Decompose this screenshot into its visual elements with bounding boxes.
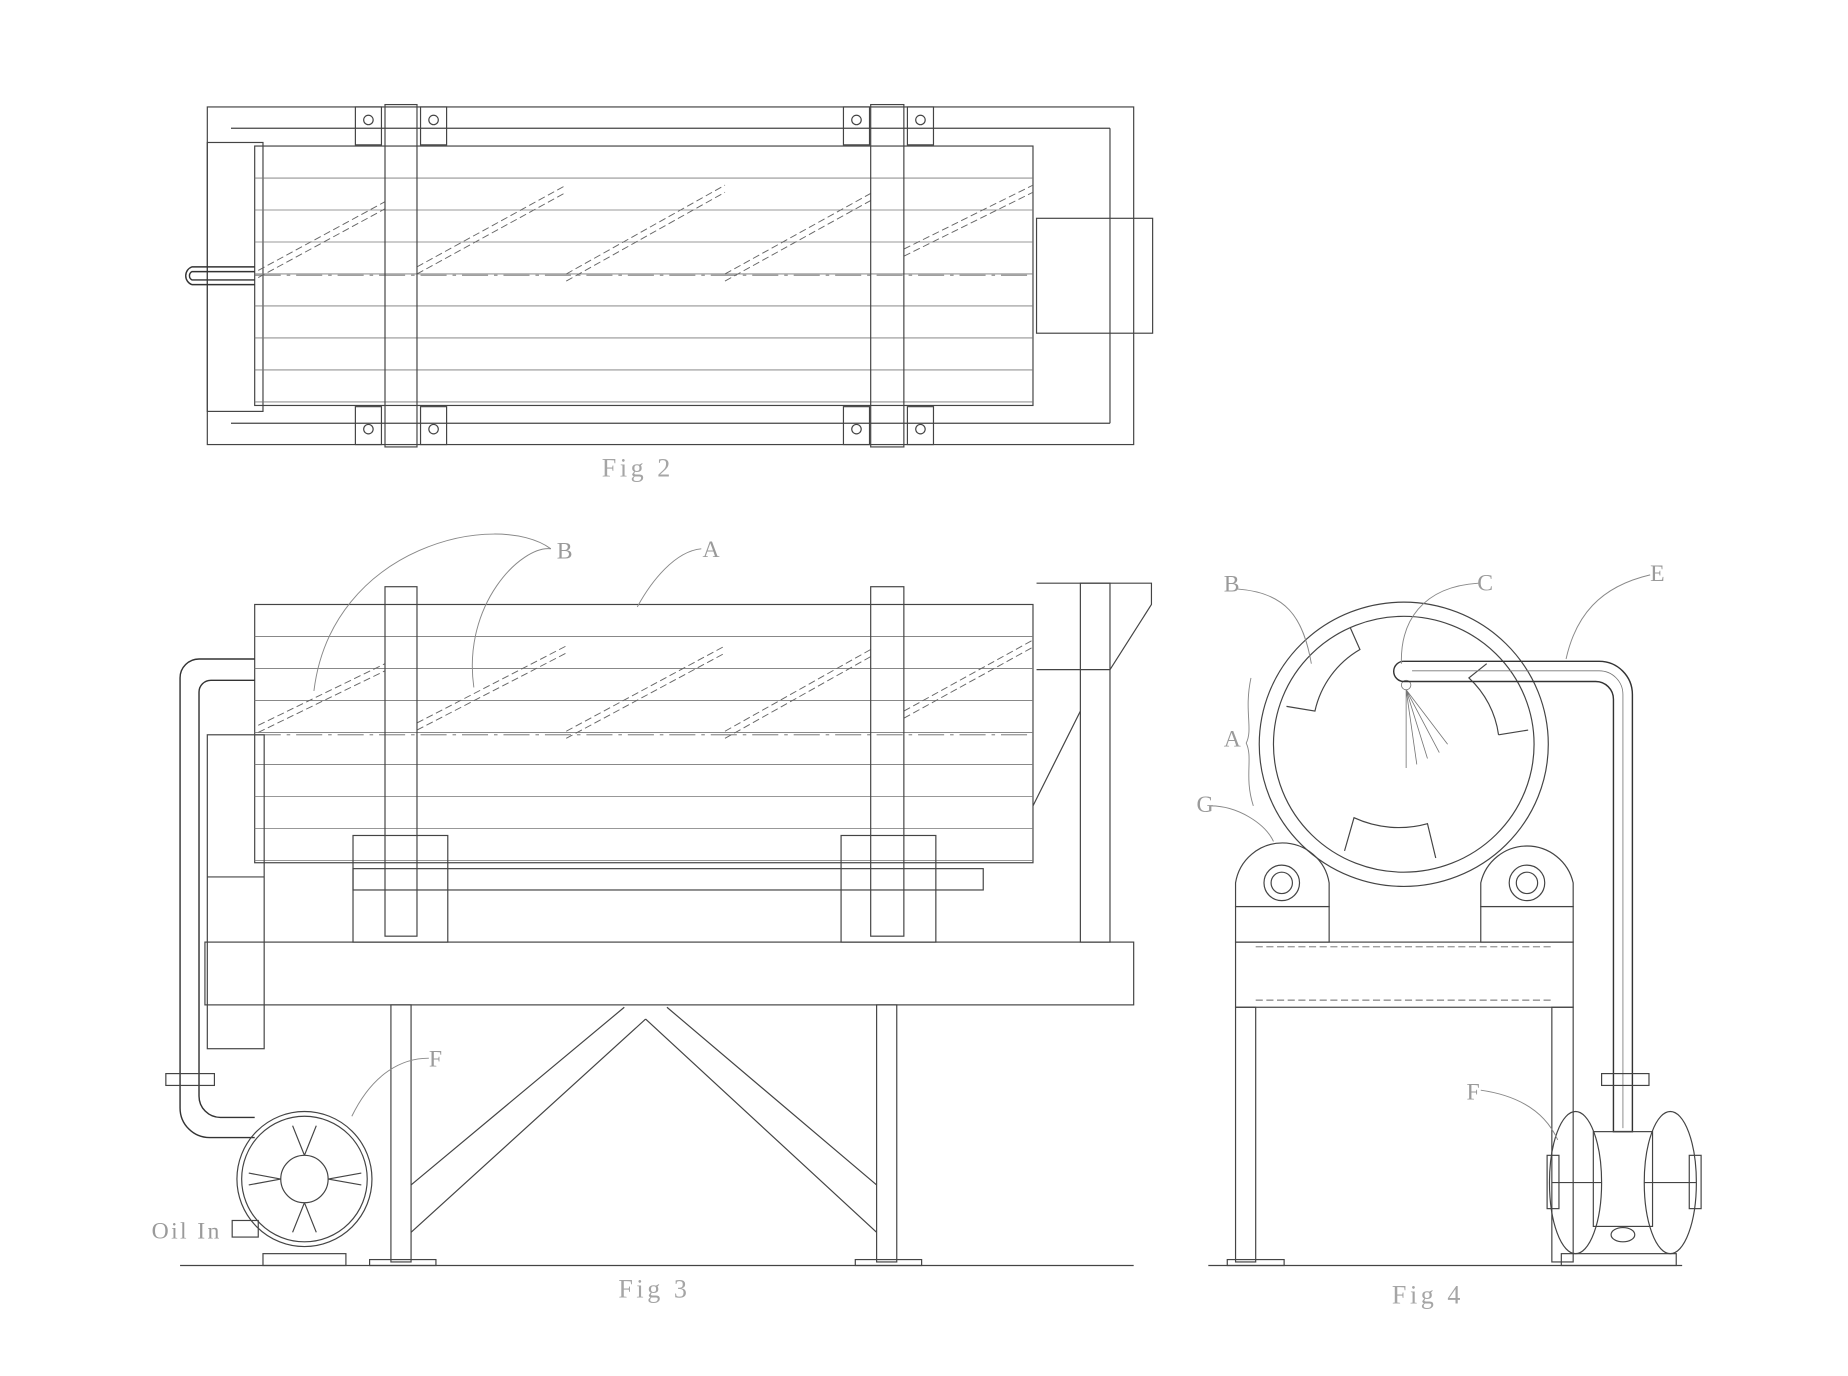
fig4-frame (1208, 941, 1683, 1267)
fig3-caption: Fig 3 (618, 1274, 690, 1303)
fig4-drum-ring (1258, 601, 1549, 888)
fig3-roller-rail (352, 834, 984, 943)
fig3-side-view: B A F Oil In Fig 3 (152, 533, 1153, 1303)
fig4-spray-pipe (1392, 660, 1650, 1133)
fig3-pump (231, 1110, 373, 1267)
fig3-end-housing (206, 734, 265, 1050)
fig3-leader-a (636, 548, 702, 608)
fig2-tyre-bands (384, 103, 905, 448)
fig4-brace-a (1245, 677, 1254, 807)
fig4-leader-b (1237, 588, 1312, 664)
fig4-label-g: G (1196, 792, 1213, 818)
fig3-frame (180, 941, 1135, 1267)
fig3-label-oil-in: Oil In (152, 1218, 222, 1244)
fig3-label-f: F (429, 1046, 442, 1072)
fig3-spray-pipe (165, 658, 255, 1139)
fig3-tyre-band-left (384, 586, 418, 937)
fig3-label-a: A (702, 537, 719, 563)
fig4-spray-nozzle (1400, 679, 1448, 768)
fig4-label-e: E (1650, 561, 1664, 587)
fig4-leader-c (1400, 582, 1479, 664)
fig2-feed-hopper (1035, 217, 1154, 334)
fig4-support-rollers (1234, 842, 1574, 943)
fig4-caption: Fig 4 (1392, 1280, 1464, 1309)
fig4-label-b: B (1224, 571, 1240, 597)
fig2-drum (254, 145, 1034, 407)
fig3-hopper (1032, 582, 1153, 943)
fig2-roller-brackets (354, 106, 935, 446)
fig3-label-b: B (557, 538, 573, 564)
fig3-tyre-band-right (870, 586, 905, 937)
fig2-spray-pipe (185, 266, 255, 286)
fig4-leader-g (1210, 805, 1274, 842)
fig3-drum (254, 603, 1034, 864)
fig4-label-f: F (1467, 1080, 1480, 1106)
fig3-leader-f (351, 1057, 429, 1117)
fig4-end-view: B C E A G F Fig 4 (1196, 561, 1702, 1309)
fig3-leader-b1 (313, 533, 552, 692)
fig4-leader-e (1565, 574, 1651, 660)
fig4-label-a: A (1224, 727, 1241, 753)
fig3-leader-b2 (471, 548, 551, 688)
fig4-diaphragm-pump (1546, 1110, 1702, 1267)
fig4-leader-f (1480, 1089, 1559, 1141)
fig2-flights-dashed (258, 184, 1034, 282)
fig2-caption: Fig 2 (602, 454, 674, 483)
fig4-label-c: C (1477, 570, 1493, 596)
fig2-top-view: Fig 2 (185, 103, 1154, 483)
